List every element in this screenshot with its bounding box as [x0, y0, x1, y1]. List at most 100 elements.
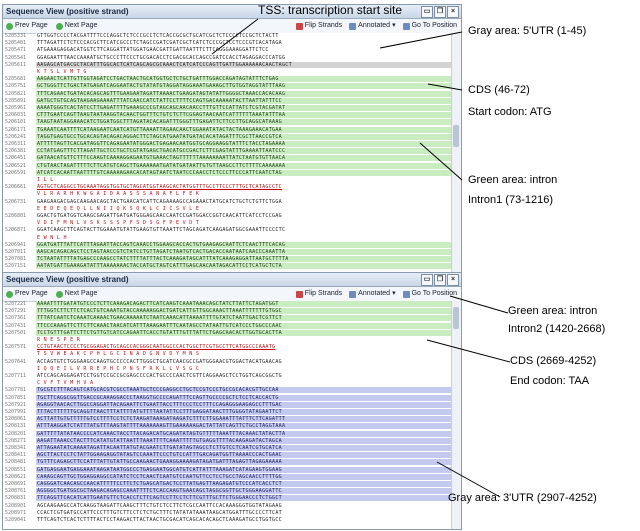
position-number: 5206031: [5, 112, 27, 119]
label-green-intron-2: Green area: intron: [508, 305, 598, 317]
position-number: 5205891: [5, 97, 27, 104]
sequence-view-panel-top: Sequence View (positive strand) ▭ ❐ × Pr…: [2, 4, 462, 298]
scrollbar[interactable]: [451, 301, 461, 529]
label-intron1: Intron1 (73-1216): [468, 194, 553, 206]
panel-title: Sequence View (positive strand): [6, 275, 129, 284]
sequence-text: ATTAGAATATCAAAATAGATTACAATTATGTACGAATCTT…: [36, 445, 451, 451]
sequence-text: GGATGATTTATTCATTTAGAATTACCAGTCAAACCTGGAA…: [36, 241, 451, 248]
position-number: 5208621: [5, 473, 27, 480]
next-arrow-icon: [55, 290, 63, 298]
close-icon[interactable]: ×: [447, 274, 459, 286]
amino-acid-row: T S V W E A K C P H L G C I N A D G N V …: [3, 351, 451, 358]
minimize-icon[interactable]: ▭: [421, 6, 433, 18]
restore-icon[interactable]: ❐: [434, 6, 446, 18]
position-number: 5206381: [5, 148, 27, 155]
close-icon[interactable]: ×: [447, 6, 459, 18]
position-number: 5207641: [5, 358, 27, 365]
sequence-text: AGAGGTAACACTTGGCCAGGATTACAGAATTCTGAATTAC…: [36, 401, 451, 408]
goto-icon: [402, 22, 410, 30]
label-utr3: Gray area: 3'UTR (2907-4252): [448, 492, 597, 504]
position-number: 5206241: [5, 133, 27, 140]
sequence-text: GATGAGGAATGAGGAAATAAGATAATGGCCCTGAGGAATG…: [36, 466, 451, 473]
sequence-view-panel-bottom: Sequence View (positive strand) ▭ ❐ × Pr…: [2, 272, 462, 530]
sequence-text: AAAATGGGTCACTATCCTTGAGATTTTGAAAGCCCGTAGC…: [36, 105, 451, 111]
position-number: 5205331: [5, 33, 27, 39]
position-number: 5205961: [5, 105, 27, 111]
sequence-text: K T S L V M T G: [36, 69, 451, 75]
position-number: 5207571: [5, 344, 27, 351]
sequence-row: 5207081 TCTAATATTTTATGAGCCCAAGCCTATCTTTTA…: [3, 256, 451, 263]
position-number: 5205401: [5, 40, 27, 47]
panel-title: Sequence View (positive strand): [6, 7, 129, 16]
sequence-text: GATGCTGTGCAGTAAGAAGAAAATTTATCAACCATCTATT…: [36, 97, 451, 104]
go-to-position-button[interactable]: Go To Position: [402, 19, 457, 33]
position-number: 5205541: [5, 54, 27, 61]
position-number: 5205681: [5, 76, 27, 83]
sequence-text: TTTGGTCTTCTTCTCACTGTCAAATGTACCAAAAAGGACT…: [36, 308, 451, 315]
sequence-area[interactable]: 5207221 AAAATTTTGATATGTCCCTCTTCAAAGACAGAC…: [3, 301, 451, 529]
position-number: 5206941: [5, 241, 27, 248]
annotated-icon: [349, 290, 357, 298]
sequence-text: AAAATTTTGATATGTCCCTCTTCAAAGACAGACTTCATCA…: [36, 301, 451, 307]
position-number: 5207921: [5, 401, 27, 408]
sequence-text: E W N L H: [36, 234, 451, 241]
position-number: 5208901: [5, 502, 27, 509]
sequence-text: TCTAATATTTTATGAGCCCAAGCCTATCTTTTATTTACTC…: [36, 256, 451, 263]
position-number: 5207221: [5, 301, 27, 307]
scrollbar-thumb[interactable]: [453, 125, 459, 147]
sequence-text: GGACTGTGATGGTCAAGCGAGATTGATGATGGGAGCAACC…: [36, 213, 451, 219]
chevron-down-icon: ▾: [392, 22, 396, 29]
sequence-text: TGTTTCAGAGCTTCCATTTATTGTATTGCCAAGAACTGAA…: [36, 459, 451, 466]
sequence-text: GCTGGGTTCTGACTATGAGATCAGGAATACTGTATATGTA…: [36, 83, 451, 90]
next-page-button[interactable]: Next Page: [55, 287, 97, 301]
amino-acid-row: V L R A R H K W G A I D A A S S S A N A …: [3, 191, 451, 198]
annotated-dropdown[interactable]: Annotated▾: [349, 19, 396, 33]
prev-page-button[interactable]: Prev Page: [6, 19, 48, 33]
prev-page-button[interactable]: Prev Page: [6, 287, 48, 301]
sequence-text: GTTGGTCCCCTACGATTTTCCCAGGCTCTCCCGCCTCTCA…: [36, 33, 451, 39]
flip-strands-button[interactable]: Flip Strands: [295, 287, 342, 301]
sequence-text: CCTGTAACTCCCCTGCGGAGACTGCAGCCACGGGCAATGG…: [36, 344, 451, 351]
position-number: 5206311: [5, 141, 27, 147]
sequence-area[interactable]: 5205331 GTTGGTCCCCTACGATTTTCCCAGGCTCTCCCG…: [3, 33, 451, 297]
go-to-position-button[interactable]: Go To Position: [402, 287, 457, 301]
sequence-text: ATTTTTAGTTCACGATAGGTTCAGAGAATATGGGACTGAG…: [36, 141, 451, 147]
position-number: 5207081: [5, 256, 27, 263]
sequence-text: AGTGCTCAGGCCTGCAAATAGGTGGTGCTAGCATGGTAAG…: [36, 184, 451, 191]
flip-strands-button[interactable]: Flip Strands: [295, 19, 342, 33]
sequence-row: 5205891 GATGCTGTGCAGTAAGAAGAAAATTTATCAACC…: [3, 97, 451, 104]
label-intron2: Intron2 (1420-2668): [508, 323, 606, 335]
sequence-text: CTGTAACTAGATTTTTCTTCATGTCAGCTTGAAAAAATGA…: [36, 162, 451, 169]
position-number: 5207151: [5, 263, 27, 270]
amino-acid-row: K T S L V M T G: [3, 69, 451, 75]
position-number: 5207431: [5, 322, 27, 329]
scrollbar-thumb[interactable]: [453, 307, 459, 329]
sequence-row: 5205961 AAAATGGGTCACTATCCTTGAGATTTTGAAAGC…: [3, 105, 451, 111]
sequence-text: ACCAGTGTCTGGGAAGCCAAGTGCCCCCACTTGGGCTGCA…: [36, 358, 451, 365]
annotated-dropdown[interactable]: Annotated▾: [349, 287, 396, 301]
next-page-button[interactable]: Next Page: [55, 19, 97, 33]
label-end-codon: End codon: TAA: [510, 375, 590, 387]
sequence-text: ATGAAAGAGGACATGGTCTTCAGGATTATGGATGAACGAT…: [36, 47, 451, 54]
panel-toolbar: Prev Page Next Page Flip Strands Annotat…: [3, 287, 461, 302]
minimize-icon[interactable]: ▭: [421, 274, 433, 286]
sequence-text: I L L: [36, 177, 451, 183]
scrollbar[interactable]: [451, 33, 461, 297]
restore-icon[interactable]: ❐: [434, 274, 446, 286]
sequence-row: 5207921 AGAGGTAACACTTGGCCAGGATTACAGAATTCT…: [3, 401, 451, 408]
sequence-row: 5207571 CCTGTAACTCCCCTGCGGAGACTGCAGCCACGG…: [3, 344, 451, 351]
